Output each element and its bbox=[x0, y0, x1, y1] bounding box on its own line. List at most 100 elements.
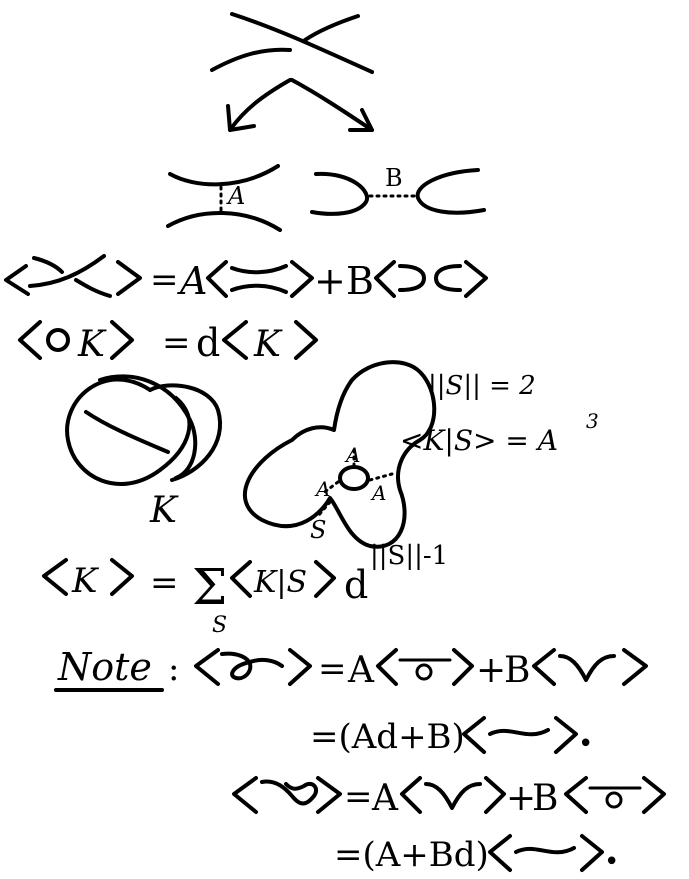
bracket-close bbox=[622, 648, 648, 686]
note-line4-expr: =(A+Bd) bbox=[334, 835, 489, 875]
bracket-open bbox=[564, 776, 588, 814]
note-line1-plus: + bbox=[476, 650, 506, 691]
state-label: S bbox=[310, 516, 326, 544]
state-sum-sigma: Σ bbox=[192, 558, 227, 616]
state-sum-d: d bbox=[344, 563, 368, 607]
mini-arc bbox=[514, 846, 576, 855]
trefoil-right-lobe bbox=[148, 383, 222, 482]
note-line3-equals: = bbox=[344, 777, 373, 817]
state-sum-lhs: K bbox=[71, 561, 100, 601]
state-a-left: A bbox=[314, 477, 330, 501]
skein-coef-a: A bbox=[177, 259, 207, 303]
bracket-close bbox=[452, 648, 474, 686]
bracket-close bbox=[110, 558, 134, 596]
skein-plus: + bbox=[314, 259, 346, 303]
bracket-close bbox=[294, 320, 318, 360]
state-marker-bottom bbox=[316, 500, 332, 518]
b-splice: B bbox=[310, 164, 486, 216]
mini-v-splice bbox=[424, 782, 482, 810]
mini-crossing-under-b bbox=[74, 278, 112, 298]
crossing-understrand-right bbox=[303, 14, 360, 42]
bracket-close bbox=[314, 560, 336, 598]
note-line2-expr: =(Ad+B) bbox=[310, 717, 465, 757]
bracket-open bbox=[532, 648, 556, 686]
note-line3-plus: + bbox=[506, 778, 536, 819]
skein-coef-b: B bbox=[346, 259, 374, 303]
bracket-close bbox=[290, 260, 314, 298]
bracket-close bbox=[464, 260, 488, 298]
arrow-left-head bbox=[226, 104, 256, 132]
state-marker-left bbox=[320, 480, 340, 496]
bracket-close bbox=[316, 776, 342, 814]
bracket-open bbox=[194, 648, 220, 686]
mini-bsplice-right bbox=[434, 264, 462, 292]
mini-asplice-bottom bbox=[230, 283, 288, 294]
arrow-right-shaft bbox=[290, 78, 374, 132]
state-marker-right bbox=[368, 472, 394, 482]
bracket-close bbox=[554, 716, 578, 754]
note-line4-dot: • bbox=[604, 847, 619, 877]
kink-twist-right bbox=[260, 779, 319, 806]
skein-relation: = A + B bbox=[4, 254, 488, 303]
loop-relation: K = d K bbox=[18, 320, 318, 365]
state-sum-index: S bbox=[212, 613, 227, 638]
state-sum-equals: = bbox=[150, 563, 179, 603]
loop-coef-d: d bbox=[196, 321, 220, 365]
note-line2-dot: • bbox=[578, 729, 593, 759]
state-bracket-label: <K|S> = A bbox=[400, 424, 558, 457]
bracket-open bbox=[232, 776, 258, 814]
note-colon: : bbox=[168, 649, 179, 689]
kink-twist-left bbox=[220, 651, 284, 681]
b-splice-label: B bbox=[385, 164, 403, 192]
bracket-open bbox=[4, 264, 30, 296]
arrow-right-head bbox=[348, 108, 374, 132]
mini-loop bbox=[415, 663, 433, 681]
state-a-top: A bbox=[344, 443, 360, 467]
state-sum-formula: K = Σ S K|S d ||S||-1 bbox=[42, 541, 448, 638]
trefoil-top-strand bbox=[98, 374, 198, 480]
mini-asplice-top bbox=[230, 264, 288, 275]
bracket-close bbox=[642, 776, 666, 814]
bracket-open bbox=[374, 260, 396, 298]
crossing-diagram bbox=[210, 12, 374, 74]
crossing-understrand-left bbox=[210, 47, 292, 72]
note-line1-coef-b: B bbox=[504, 650, 530, 691]
mini-crossing-over bbox=[28, 254, 106, 288]
bracket-open bbox=[376, 648, 398, 686]
unknot-circle bbox=[46, 328, 70, 352]
mini-crossing-under-a bbox=[32, 256, 64, 274]
note-line3-coef-a: A bbox=[371, 778, 399, 819]
loop-k: K bbox=[77, 324, 107, 365]
mini-arc bbox=[488, 728, 550, 737]
note-line1-coef-a: A bbox=[347, 650, 375, 691]
state-outer-loop bbox=[242, 360, 437, 549]
bracket-close bbox=[580, 834, 604, 872]
bracket-open bbox=[488, 834, 512, 872]
a-splice: A bbox=[166, 164, 282, 232]
state-norm-label: ||S|| = 2 bbox=[428, 371, 536, 401]
b-splice-left-arc bbox=[310, 171, 370, 216]
trefoil-cross-strand bbox=[84, 410, 170, 454]
bracket-close bbox=[484, 776, 506, 814]
bracket-close bbox=[110, 320, 134, 360]
a-splice-upper-arc bbox=[168, 164, 280, 187]
bracket-open bbox=[206, 260, 228, 298]
trefoil-left-lobe bbox=[65, 377, 192, 486]
skein-equals: = bbox=[150, 260, 179, 300]
state-sum-inner: K|S bbox=[253, 565, 307, 600]
bracket-open bbox=[230, 560, 252, 598]
crossing-overstrand bbox=[230, 12, 374, 74]
split-arrows bbox=[226, 78, 374, 132]
mini-v-splice bbox=[558, 654, 616, 682]
state-inner-loop bbox=[338, 465, 370, 491]
a-splice-lower-arc bbox=[166, 211, 282, 232]
bracket-open bbox=[42, 558, 68, 596]
state-sum-exponent: ||S||-1 bbox=[370, 541, 448, 571]
knot-label: K bbox=[149, 490, 179, 531]
state-diagram: A A A S ||S|| = 2 <K|S> = A 3 bbox=[242, 360, 599, 549]
loop-equals: = bbox=[162, 323, 191, 363]
bracket-close bbox=[116, 260, 142, 296]
note-line3-coef-b: B bbox=[532, 778, 558, 819]
mini-bsplice-left bbox=[398, 264, 426, 292]
